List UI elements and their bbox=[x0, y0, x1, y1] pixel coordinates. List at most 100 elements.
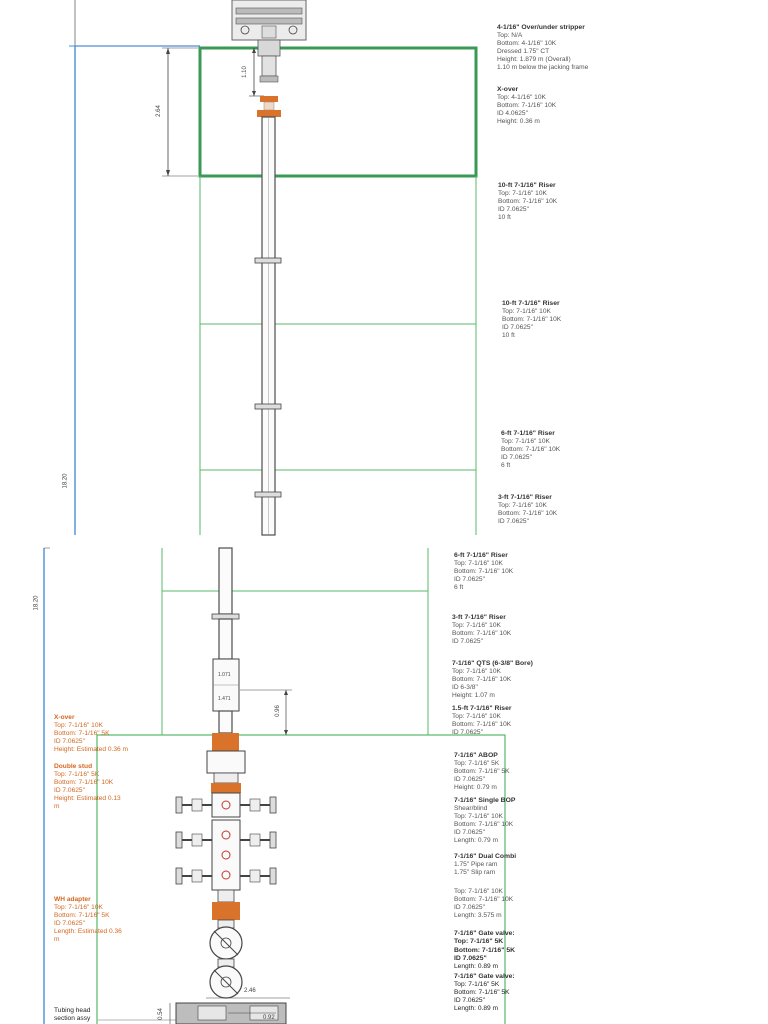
dual-combi-bop bbox=[175, 819, 277, 891]
label-gate-valve-2: 7-1/16" Gate valve: Top: 7-1/16" 5K Bott… bbox=[454, 973, 515, 1013]
label-line: Bottom: 7-1/16" 10K bbox=[501, 446, 561, 454]
label-line: Bottom: 7-1/16" 5K bbox=[454, 946, 516, 954]
label-line: Top: 7-1/16" 10K bbox=[452, 713, 501, 721]
label-line: Bottom: 7-1/16" 10K bbox=[54, 779, 114, 787]
dim-2-46: 2.46 bbox=[244, 988, 256, 994]
label-riser-10ft-a: 10-ft 7-1/16" Riser Top: 7-1/16" 10K Bot… bbox=[498, 182, 557, 222]
label-line: Length: 0.79 m bbox=[454, 837, 498, 845]
label-line: 1.75" Slip ram bbox=[454, 869, 496, 877]
dim-0-96: 0.96 bbox=[274, 705, 281, 717]
label-line: ID 7.0625" bbox=[498, 206, 529, 214]
dim-18-20-top: 18.20 bbox=[62, 473, 69, 489]
label-line: Bottom: 7-1/16" 10K bbox=[454, 821, 514, 829]
label-line: 10 ft bbox=[498, 214, 511, 222]
label-line: Top: 7-1/16" 10K bbox=[452, 668, 501, 676]
label-line: Bottom: 7-1/16" 10K bbox=[454, 568, 514, 576]
double-stud-flange bbox=[211, 783, 241, 793]
label-line: Top: 7-1/16" 10K bbox=[454, 813, 503, 821]
gate-valve-1 bbox=[209, 919, 243, 960]
label-riser-3ft-a: 3-ft 7-1/16" Riser Top: 7-1/16" 10K Bott… bbox=[498, 494, 557, 526]
label-line: Length: 0.89 m bbox=[454, 1005, 498, 1013]
label-line: m bbox=[54, 936, 60, 944]
label-line: Shear/blind bbox=[454, 805, 488, 813]
label-title: 1.5-ft 7-1/16" Riser bbox=[452, 705, 512, 712]
label-line: Bottom: 7-1/16" 10K bbox=[454, 896, 514, 904]
label-line: ID 7.0625" bbox=[498, 518, 529, 526]
bop-stack-box bbox=[96, 734, 506, 1024]
jacking-frame-box bbox=[198, 46, 478, 178]
label-line: Height: 0.36 m bbox=[497, 118, 540, 126]
riser-connector bbox=[254, 257, 282, 264]
label-line: Top: 7-1/16" 10K bbox=[498, 190, 547, 198]
label-title: 4-1/16" Over/under stripper bbox=[497, 24, 585, 31]
bottom-section bbox=[43, 547, 506, 1024]
label-title: WH adapter bbox=[54, 896, 91, 903]
label-line: ID 7.0625" bbox=[454, 776, 485, 784]
xover-orange-flange bbox=[212, 733, 239, 751]
label-line: Top: 7-1/16" 10K bbox=[502, 308, 551, 316]
label-line: m bbox=[54, 803, 60, 811]
label-line: section assy bbox=[54, 1015, 91, 1023]
label-line: Top: 7-1/16" 10K bbox=[501, 438, 550, 446]
abop-body bbox=[206, 750, 246, 774]
label-line: Height: Estimated 0.13 bbox=[54, 795, 121, 803]
dim-tag-1: 1.071 bbox=[218, 672, 231, 678]
label-line: 6 ft bbox=[501, 462, 511, 470]
label-abop: 7-1/16" ABOP Top: 7-1/16" 5K Bottom: 7-1… bbox=[454, 752, 510, 792]
single-bop bbox=[175, 792, 277, 818]
label-line: Bottom: 7-1/16" 10K bbox=[502, 316, 562, 324]
label-line: ID 7.0625" bbox=[454, 576, 485, 584]
label-line: Top: 7-1/16" 5K bbox=[454, 938, 504, 946]
label-title: 10-ft 7-1/16" Riser bbox=[502, 300, 560, 307]
label-line: Height: 1.879 m (Overall) bbox=[497, 56, 571, 64]
label-wh-adapter: WH adapter Top: 7-1/16" 10K Bottom: 7-1/… bbox=[54, 896, 122, 944]
label-line: ID 4.0625" bbox=[497, 110, 528, 118]
dim-0-54: 0.54 bbox=[157, 1008, 164, 1020]
label-title: 10-ft 7-1/16" Riser bbox=[498, 182, 556, 189]
label-line: ID 7.0625" bbox=[452, 638, 483, 646]
label-double-stud: Double stud Top: 7-1/16" 5K Bottom: 7-1/… bbox=[54, 763, 121, 811]
label-title: 7-1/16" Gate valve: bbox=[454, 973, 515, 980]
label-line: Top: 7-1/16" 10K bbox=[54, 904, 103, 912]
label-line: ID 7.0625" bbox=[452, 729, 483, 737]
label-line: Bottom: 7-1/16" 10K bbox=[452, 676, 512, 684]
dim-tag-2: 1.471 bbox=[218, 696, 231, 702]
label-gate-valve-1: 7-1/16" Gate valve: Top: 7-1/16" 5K Bott… bbox=[454, 930, 515, 971]
label-line: Height: 0.79 m bbox=[454, 784, 497, 792]
label-line: Dressed 1.75" CT bbox=[497, 48, 550, 56]
label-riser-6ft-a: 6-ft 7-1/16" Riser Top: 7-1/16" 10K Bott… bbox=[501, 430, 560, 470]
label-line: Length: 0.89 m bbox=[454, 963, 498, 971]
label-line: ID 7.0625" bbox=[454, 954, 487, 962]
label-line: Bottom: 4-1/16" 10K bbox=[497, 40, 557, 48]
label-line: 1.75" Pipe ram bbox=[454, 861, 498, 869]
label-line: ID 7.0625" bbox=[54, 738, 85, 746]
label-title: 3-ft 7-1/16" Riser bbox=[498, 494, 552, 501]
label-line: Height: Estimated 0.36 m bbox=[54, 746, 129, 754]
label-riser-1-5ft: 1.5-ft 7-1/16" Riser Top: 7-1/16" 10K Bo… bbox=[452, 705, 512, 737]
riser-connector bbox=[254, 403, 282, 410]
label-qts: 7-1/16" QTS (6-3/8" Bore) Top: 7-1/16" 1… bbox=[452, 660, 533, 700]
label-line: Top: 4-1/16" 10K bbox=[497, 94, 546, 102]
dim-0-92: 0.92 bbox=[263, 1015, 275, 1021]
label-line: Bottom: 7-1/16" 10K bbox=[498, 198, 558, 206]
label-title: X-over bbox=[54, 714, 75, 721]
label-line: 1.10 m below the jacking frame bbox=[497, 64, 589, 72]
gate-valve-2 bbox=[209, 958, 243, 999]
label-title: 3-ft 7-1/16" Riser bbox=[452, 614, 506, 621]
label-riser-6ft-b: 6-ft 7-1/16" Riser Top: 7-1/16" 10K Bott… bbox=[454, 552, 513, 592]
riser-connector bbox=[254, 491, 282, 498]
label-line: Top: N/A bbox=[497, 32, 523, 40]
label-line: ID 7.0625" bbox=[454, 904, 485, 912]
label-line: ID 7.0625" bbox=[54, 787, 85, 795]
label-line: ID 7.0625" bbox=[54, 920, 85, 928]
label-riser-10ft-b: 10-ft 7-1/16" Riser Top: 7-1/16" 10K Bot… bbox=[502, 300, 561, 340]
label-dual-combi: 7-1/16" Dual Combi 1.75" Pipe ram 1.75" … bbox=[454, 853, 516, 877]
label-line: Top: 7-1/16" 5K bbox=[54, 771, 100, 779]
label-line: Bottom: 7-1/16" 10K bbox=[498, 510, 558, 518]
xover-flange-top bbox=[260, 96, 278, 102]
label-title: 7-1/16" Gate valve: bbox=[454, 930, 515, 937]
label-line: Bottom: 7-1/16" 10K bbox=[497, 102, 557, 110]
label-line: Top: 7-1/16" 10K bbox=[452, 622, 501, 630]
riser-connector bbox=[211, 613, 240, 620]
